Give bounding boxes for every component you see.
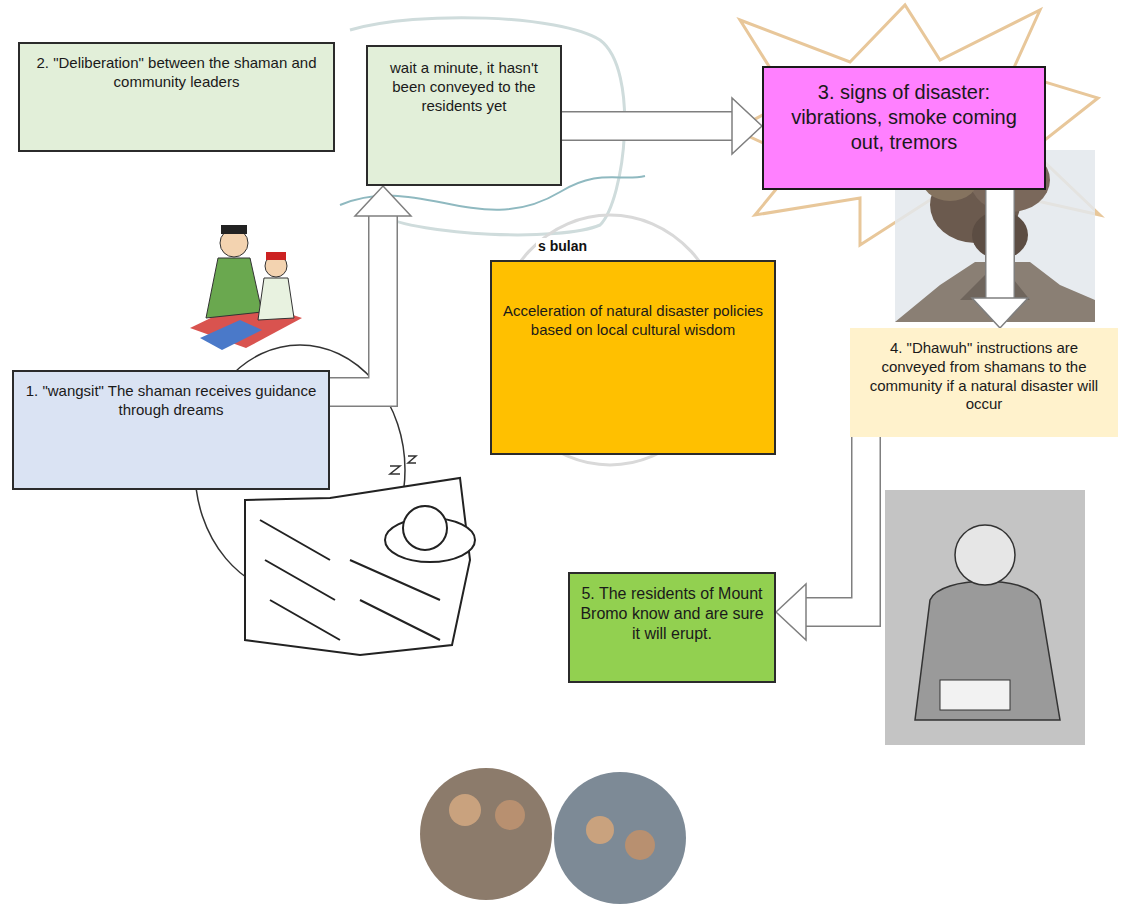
blanket bbox=[245, 478, 470, 655]
box-text: 3. signs of disaster: vibrations, smoke … bbox=[772, 80, 1036, 155]
resident-photo bbox=[495, 800, 525, 830]
old-man-body bbox=[915, 581, 1060, 720]
box-text: 4. "Dhawuh" instructions are conveyed fr… bbox=[859, 339, 1109, 414]
arrow-shaft bbox=[562, 111, 732, 141]
old-man-book bbox=[940, 680, 1010, 710]
arrow-shaft bbox=[987, 190, 1014, 298]
arrow-shaft bbox=[562, 113, 732, 140]
old-man-head bbox=[955, 525, 1015, 585]
old-man-picture bbox=[885, 490, 1085, 745]
block-arrow bbox=[972, 190, 1028, 328]
sleeper-head bbox=[403, 506, 447, 550]
block-arrow bbox=[776, 437, 866, 640]
arrow-head bbox=[776, 584, 806, 640]
arrow-shaft bbox=[806, 437, 866, 612]
box-text: 2. "Deliberation" between the shaman and… bbox=[28, 54, 325, 92]
arrow-shaft bbox=[806, 437, 866, 612]
resident-photo bbox=[420, 768, 552, 900]
arrow-shaft bbox=[985, 190, 1015, 298]
resident-photo bbox=[586, 816, 614, 844]
box-text: 1. "wangsit" The shaman receives guidanc… bbox=[22, 382, 320, 420]
resident-photo bbox=[449, 794, 481, 826]
note-label: s bulan bbox=[536, 238, 589, 255]
praying-figure bbox=[206, 258, 262, 318]
box-text: Acceleration of natural disaster policie… bbox=[500, 302, 766, 340]
prayer-mat bbox=[200, 320, 262, 350]
resident-photo bbox=[554, 772, 686, 904]
process-box: wait a minute, it hasn't been conveyed t… bbox=[366, 45, 562, 186]
sleep-marks bbox=[390, 456, 416, 474]
block-arrow bbox=[330, 186, 411, 392]
praying-figure bbox=[258, 278, 294, 320]
arrow-shaft bbox=[330, 216, 383, 392]
process-box: 5. The residents of Mount Bromo know and… bbox=[568, 572, 776, 683]
arrow-head bbox=[972, 298, 1028, 328]
praying-figure bbox=[221, 225, 247, 234]
block-arrow bbox=[562, 98, 762, 154]
arrow-head bbox=[355, 186, 411, 216]
praying-figure bbox=[266, 252, 286, 260]
process-box: 4. "Dhawuh" instructions are conveyed fr… bbox=[850, 328, 1118, 437]
arrow-shaft bbox=[330, 216, 383, 392]
process-box: Acceleration of natural disaster policie… bbox=[490, 260, 776, 455]
box-text: wait a minute, it hasn't been conveyed t… bbox=[376, 59, 552, 115]
arrow-head bbox=[732, 98, 762, 154]
box-text: 5. The residents of Mount Bromo know and… bbox=[578, 584, 766, 644]
process-box: 3. signs of disaster: vibrations, smoke … bbox=[762, 66, 1046, 190]
process-box: 1. "wangsit" The shaman receives guidanc… bbox=[12, 370, 330, 490]
resident-photo bbox=[625, 830, 655, 860]
process-box: 2. "Deliberation" between the shaman and… bbox=[18, 42, 335, 152]
